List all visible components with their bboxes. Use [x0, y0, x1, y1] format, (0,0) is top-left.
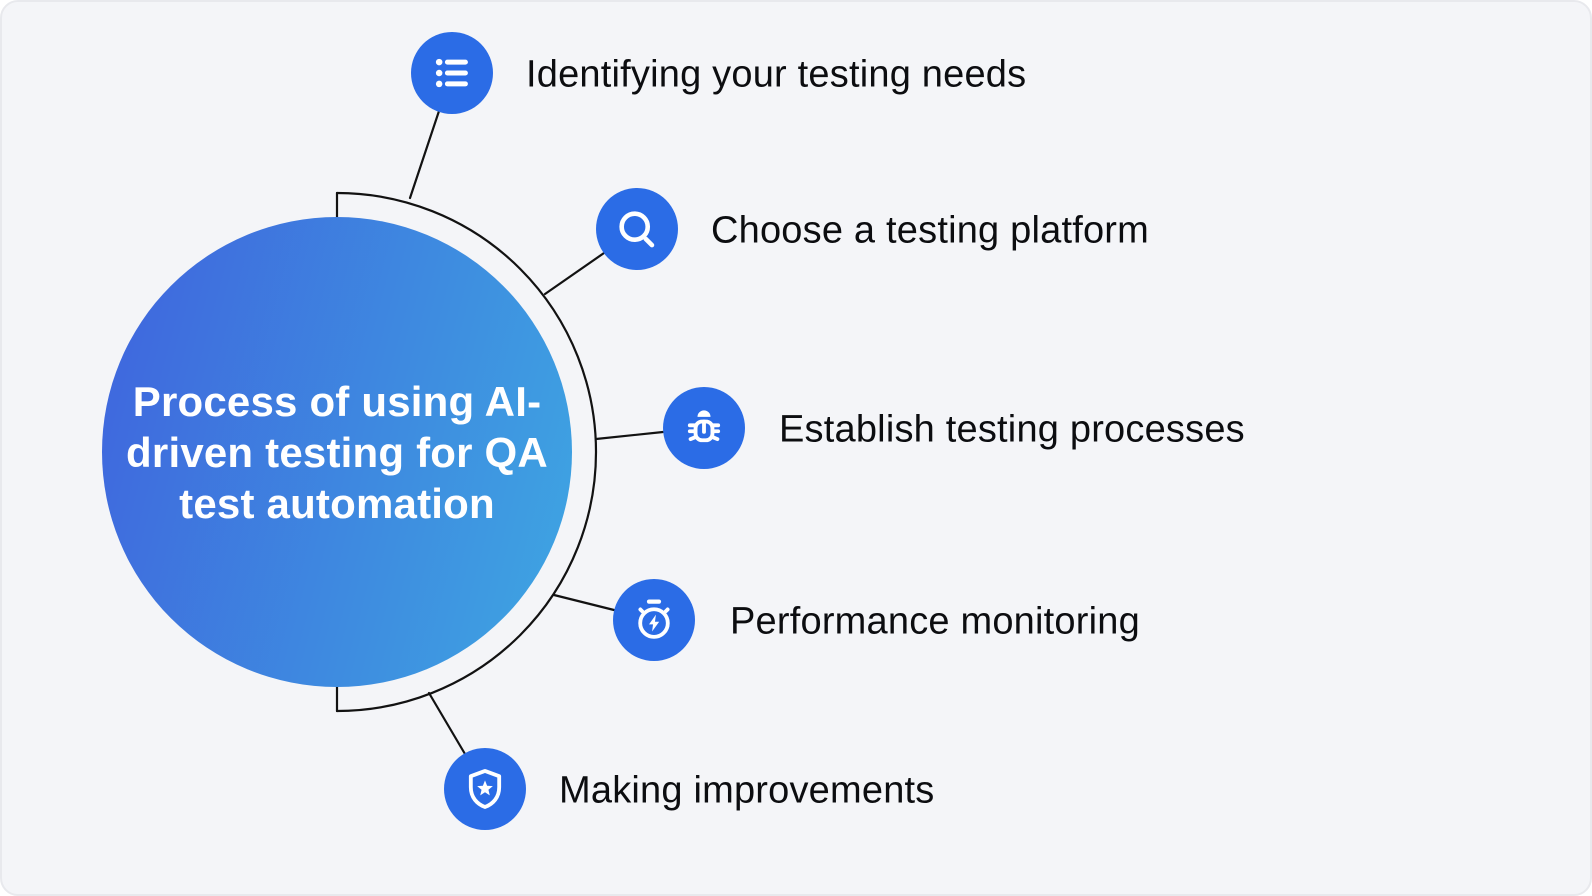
title-line-2: driven testing for QA [126, 428, 548, 476]
step-node-2 [596, 188, 678, 270]
step-label-3: Establish testing processes [779, 408, 1245, 451]
search-icon [614, 206, 660, 252]
connector-step-5 [427, 691, 467, 756]
step-label-4: Performance monitoring [730, 600, 1140, 643]
central-circle: Process of using AI- driven testing for … [102, 217, 572, 687]
list-icon [429, 50, 475, 96]
diagram-title: Process of using AI- driven testing for … [126, 376, 548, 529]
step-node-1 [411, 32, 493, 114]
step-node-3 [663, 387, 745, 469]
step-node-4 [613, 579, 695, 661]
connector-step-3 [594, 430, 665, 441]
shield-star-icon [462, 766, 508, 812]
step-label-1: Identifying your testing needs [526, 53, 1027, 96]
connector-step-2 [543, 251, 606, 296]
step-label-2: Choose a testing platform [711, 209, 1150, 252]
title-line-1: Process of using AI- [132, 377, 542, 425]
bug-icon [681, 405, 727, 451]
step-node-5 [444, 748, 526, 830]
connector-step-4 [552, 593, 616, 612]
stopwatch-icon [631, 597, 677, 643]
connector-step-1 [408, 109, 441, 200]
title-line-3: test automation [179, 479, 495, 527]
step-label-5: Making improvements [559, 769, 935, 812]
